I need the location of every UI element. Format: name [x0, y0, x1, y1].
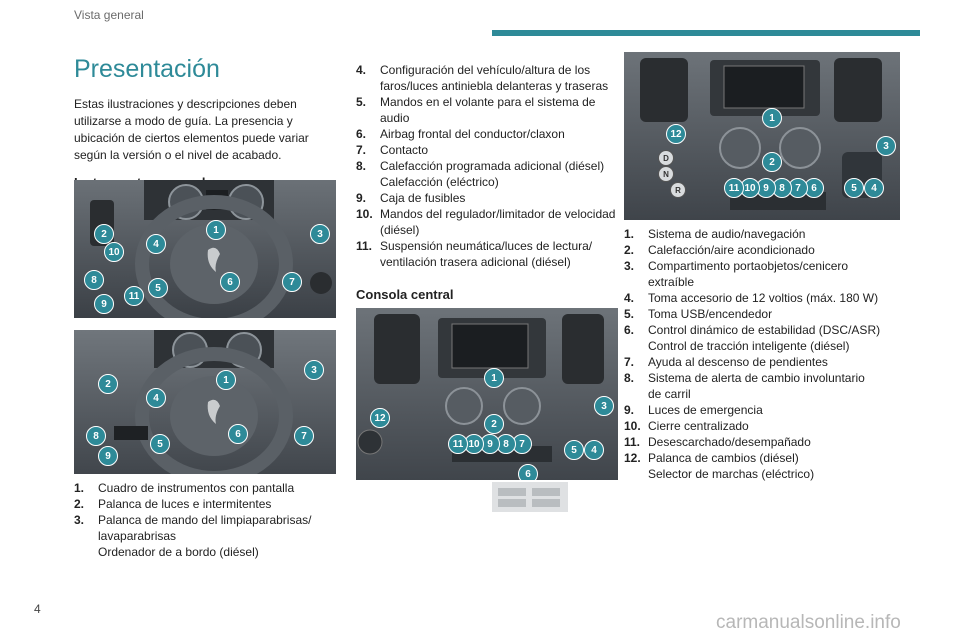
list-item: 8.Sistema de alerta de cambio involuntar…	[624, 371, 865, 401]
callout-badge: 8	[86, 426, 106, 446]
callout-badge: 8	[772, 178, 792, 198]
list-item: 6.Control dinámico de estabilidad (DSC/A…	[624, 323, 881, 353]
callout-badge: 1	[216, 370, 236, 390]
list-item: 5.Mandos en el volante para el sistema d…	[356, 95, 596, 125]
callout-badge: 12	[370, 408, 390, 428]
list-item: 7.Contacto	[356, 143, 429, 157]
callout-badge: 1	[762, 108, 782, 128]
callout-badge: 3	[310, 224, 330, 244]
section-heading-consola: Consola central	[356, 287, 454, 302]
callout-badge: 9	[756, 178, 776, 198]
header-section-label: Vista general	[74, 8, 144, 22]
callout-badge: 11	[448, 434, 468, 454]
list-item: 10.Mandos del regulador/limitador de vel…	[356, 207, 616, 237]
list-item: 5.Toma USB/encendedor	[624, 307, 773, 321]
callout-badge: 11	[124, 286, 144, 306]
callout-badge: 1	[206, 220, 226, 240]
callout-badge: 2	[98, 374, 118, 394]
list-item: 2.Palanca de luces e intermitentes	[74, 497, 272, 511]
list-item: 11.Suspensión neumática/luces de lectura…	[356, 239, 593, 269]
callout-badge: 6	[220, 272, 240, 292]
callout-badge: 5	[148, 278, 168, 298]
gear-button-r: R	[670, 182, 686, 198]
dashboard-photo-b: 1 2 3 4 5 6 7 8 9	[74, 330, 336, 474]
intro-paragraph: Estas ilustraciones y descripciones debe…	[74, 97, 309, 162]
legend-list-b: 4.Configuración del vehículo/altura de l…	[356, 62, 618, 270]
console-photo-a: 1 2 3 4 5 6 7 8 9 10 11 12	[356, 308, 618, 480]
callout-badge: 3	[304, 360, 324, 380]
callout-badge: 3	[594, 396, 614, 416]
list-item: 8.Calefacción programada adicional (diés…	[356, 159, 605, 189]
callout-badge: 12	[666, 124, 686, 144]
gear-button-d: D	[658, 150, 674, 166]
callout-badge: 11	[724, 178, 744, 198]
legend-list-a: 1.Cuadro de instrumentos con pantalla 2.…	[74, 480, 336, 560]
dashboard-photo-a: 1 2 3 4 5 6 7 8 9 10 11	[74, 180, 336, 318]
console-photo-b: 1 2 3 4 5 6 7 8 9 10 11 12 D N R	[624, 52, 900, 220]
callout-badge: 4	[146, 234, 166, 254]
list-item: 10.Cierre centralizado	[624, 419, 749, 433]
console-inset-illustration	[492, 482, 568, 512]
gear-button-n: N	[658, 166, 674, 182]
list-item: 7.Ayuda al descenso de pendientes	[624, 355, 828, 369]
callout-badge: 3	[876, 136, 896, 156]
dashboard-illustration-b	[74, 330, 336, 474]
callout-badge: 5	[150, 434, 170, 454]
list-item: 4.Configuración del vehículo/altura de l…	[356, 63, 609, 93]
callout-badge: 7	[282, 272, 302, 292]
callout-badge: 2	[762, 152, 782, 172]
watermark: carmanualsonline.info	[716, 612, 901, 633]
list-item: 12.Palanca de cambios (diésel)Selector d…	[624, 451, 815, 481]
callout-badge: 4	[584, 440, 604, 460]
callout-badge: 9	[98, 446, 118, 466]
legend-list-c: 1.Sistema de audio/navegación 2.Calefacc…	[624, 226, 904, 482]
page-number: 4	[34, 602, 41, 616]
callout-badge: 7	[294, 426, 314, 446]
callout-badge: 2	[94, 224, 114, 244]
callout-badge: 9	[94, 294, 114, 314]
callout-badge: 4	[146, 388, 166, 408]
callout-badge: 6	[228, 424, 248, 444]
callout-badge: 9	[480, 434, 500, 454]
list-item: 9.Caja de fusibles	[356, 191, 466, 205]
callout-badge: 1	[484, 368, 504, 388]
intro-column: Presentación Estas ilustraciones y descr…	[74, 54, 336, 191]
callout-badge: 4	[864, 178, 884, 198]
callout-badge: 2	[484, 414, 504, 434]
list-item: 4.Toma accesorio de 12 voltios (máx. 180…	[624, 291, 879, 305]
page-title: Presentación	[74, 55, 220, 83]
list-item: 11.Desescarchado/desempañado	[624, 435, 811, 449]
list-item: 6.Airbag frontal del conductor/claxon	[356, 127, 565, 141]
list-item: 1.Sistema de audio/navegación	[624, 227, 806, 241]
callout-badge: 6	[518, 464, 538, 480]
list-item: 3.Palanca de mando del limpiaparabrisas/…	[74, 513, 312, 559]
list-item: 1.Cuadro de instrumentos con pantalla	[74, 481, 295, 495]
list-item: 9.Luces de emergencia	[624, 403, 763, 417]
callout-badge: 5	[564, 440, 584, 460]
header-accent-bar	[492, 30, 920, 36]
callout-badge: 5	[844, 178, 864, 198]
callout-badge: 10	[104, 242, 124, 262]
list-item: 2.Calefacción/aire acondicionado	[624, 243, 815, 257]
callout-badge: 8	[84, 270, 104, 290]
console-inset-photo	[492, 482, 568, 512]
